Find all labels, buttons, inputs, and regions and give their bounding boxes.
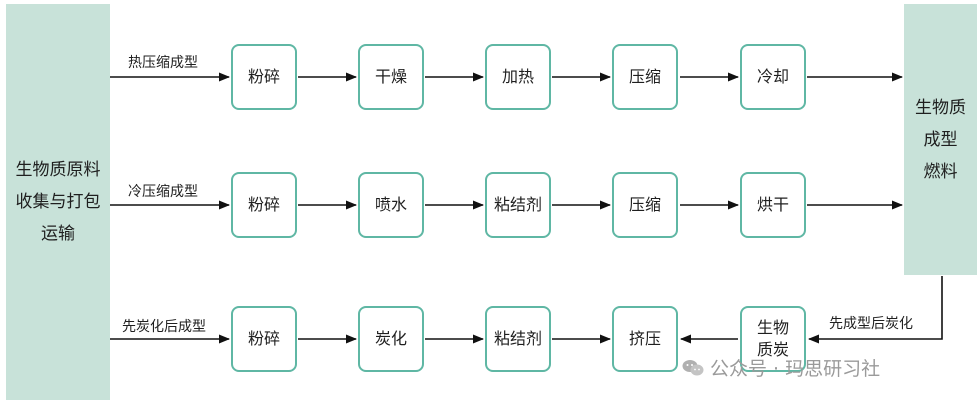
fuel-panel: 生物质 成型 燃料 — [904, 4, 977, 275]
fuel-line3: 燃料 — [923, 161, 958, 182]
biomass-char-line2: 质炭 — [756, 340, 789, 359]
return-arrow — [807, 276, 943, 344]
step-label: 冷却 — [756, 67, 789, 86]
step-label: 粘结剂 — [493, 195, 542, 214]
return-label: 先成型后炭化 — [829, 316, 913, 332]
raw-material-panel: 生物质原料 收集与打包 运输 — [6, 4, 110, 400]
biomass-char-line1: 生物 — [756, 318, 789, 337]
fuel-line2: 成型 — [923, 129, 958, 150]
watermark: 公众号 · 玛思研习社 — [682, 354, 880, 381]
raw-material-line3: 运输 — [41, 224, 75, 244]
step-box: 加热 — [485, 44, 551, 110]
step-label: 干燥 — [374, 67, 407, 86]
wechat-icon — [682, 359, 704, 375]
step-label: 喷水 — [374, 195, 407, 214]
step-label: 挤压 — [628, 329, 661, 348]
raw-material-line1: 生物质原料 — [15, 160, 101, 180]
step-label: 压缩 — [628, 195, 661, 214]
watermark-text: 公众号 · 玛思研习社 — [710, 358, 881, 380]
step-label: 粉碎 — [247, 195, 280, 214]
step-box: 粉碎 — [231, 44, 297, 110]
step-box: 挤压 — [612, 306, 678, 372]
row2-label: 冷压缩成型 — [128, 184, 198, 200]
step-box: 冷却 — [740, 44, 806, 110]
row3-label: 先炭化后成型 — [122, 319, 206, 335]
step-label: 粉碎 — [247, 329, 280, 348]
step-box: 喷水 — [358, 172, 424, 238]
step-box: 粘结剂 — [485, 306, 551, 372]
fuel-line1: 生物质 — [915, 97, 966, 118]
raw-material-line2: 收集与打包 — [15, 192, 101, 212]
step-label: 加热 — [501, 67, 534, 86]
step-label: 粘结剂 — [493, 329, 542, 348]
step-box: 粘结剂 — [485, 172, 551, 238]
step-label: 烘干 — [756, 195, 789, 214]
step-box: 粉碎 — [231, 306, 297, 372]
step-label: 炭化 — [374, 329, 407, 348]
row1-label: 热压缩成型 — [128, 55, 198, 71]
step-box: 烘干 — [740, 172, 806, 238]
biomass-char-box: 生物 质炭 — [740, 306, 806, 372]
step-box: 粉碎 — [231, 172, 297, 238]
step-label: 压缩 — [628, 67, 661, 86]
step-box: 干燥 — [358, 44, 424, 110]
step-box: 压缩 — [612, 44, 678, 110]
step-box: 压缩 — [612, 172, 678, 238]
step-box: 炭化 — [358, 306, 424, 372]
step-label: 粉碎 — [247, 67, 280, 86]
